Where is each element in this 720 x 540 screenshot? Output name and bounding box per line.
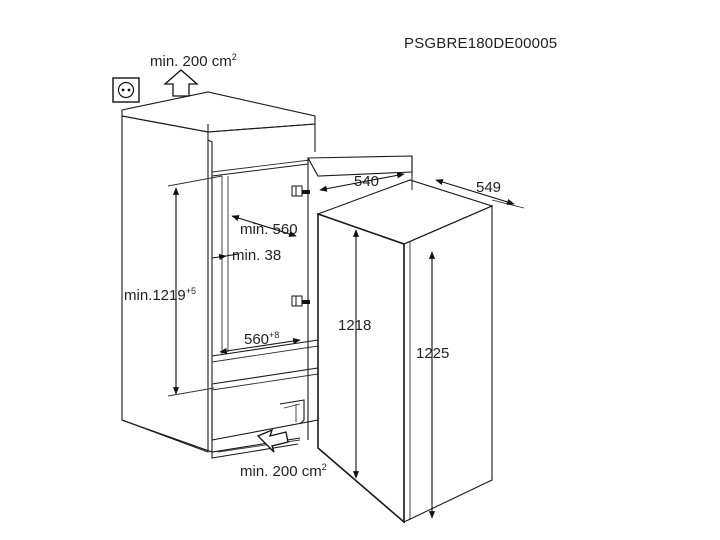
niche-width-text: 560 xyxy=(244,331,269,348)
gap-label: min. 38 xyxy=(232,247,281,264)
appliance xyxy=(307,155,494,524)
dimension-lines xyxy=(167,172,525,519)
svg-text:min. 200 cm2: min. 200 cm2 xyxy=(240,462,327,480)
niche-height-sup: +5 xyxy=(186,286,196,296)
niche-height-text: min.1219 xyxy=(124,287,186,304)
svg-text:560+8: 560+8 xyxy=(244,330,279,348)
svg-text:min. 200 cm2: min. 200 cm2 xyxy=(150,52,237,70)
door-width-label: 540 xyxy=(354,173,379,190)
vent-bottom-label: min. 200 cm2 xyxy=(240,462,327,480)
appliance-height-label: 1225 xyxy=(416,345,449,362)
vent-bottom-text: min. 200 cm xyxy=(240,463,322,480)
vent-top-sup: 2 xyxy=(232,52,237,62)
vent-arrow-in-icon xyxy=(256,428,289,453)
model-code: PSGBRE180DE00005 xyxy=(404,35,557,52)
vent-arrow-up-icon xyxy=(163,69,199,97)
vent-bottom-sup: 2 xyxy=(322,462,327,472)
niche-depth-label: min. 560 xyxy=(240,221,298,238)
door-height-label: 1218 xyxy=(338,317,371,334)
hinge-icon xyxy=(291,295,310,307)
niche-width-sup: +8 xyxy=(269,330,279,340)
cabinet xyxy=(121,91,319,459)
hinge-icon xyxy=(291,185,310,197)
svg-text:min.1219+5: min.1219+5 xyxy=(124,286,196,304)
vent-top-text: min. 200 cm xyxy=(150,53,232,70)
vent-top-label: min. 200 cm2 xyxy=(150,52,237,70)
power-socket-icon xyxy=(112,77,140,103)
niche-height-label: min.1219+5 xyxy=(124,286,196,304)
niche-width-label: 560+8 xyxy=(244,330,279,348)
appliance-depth-label: 549 xyxy=(476,179,501,196)
